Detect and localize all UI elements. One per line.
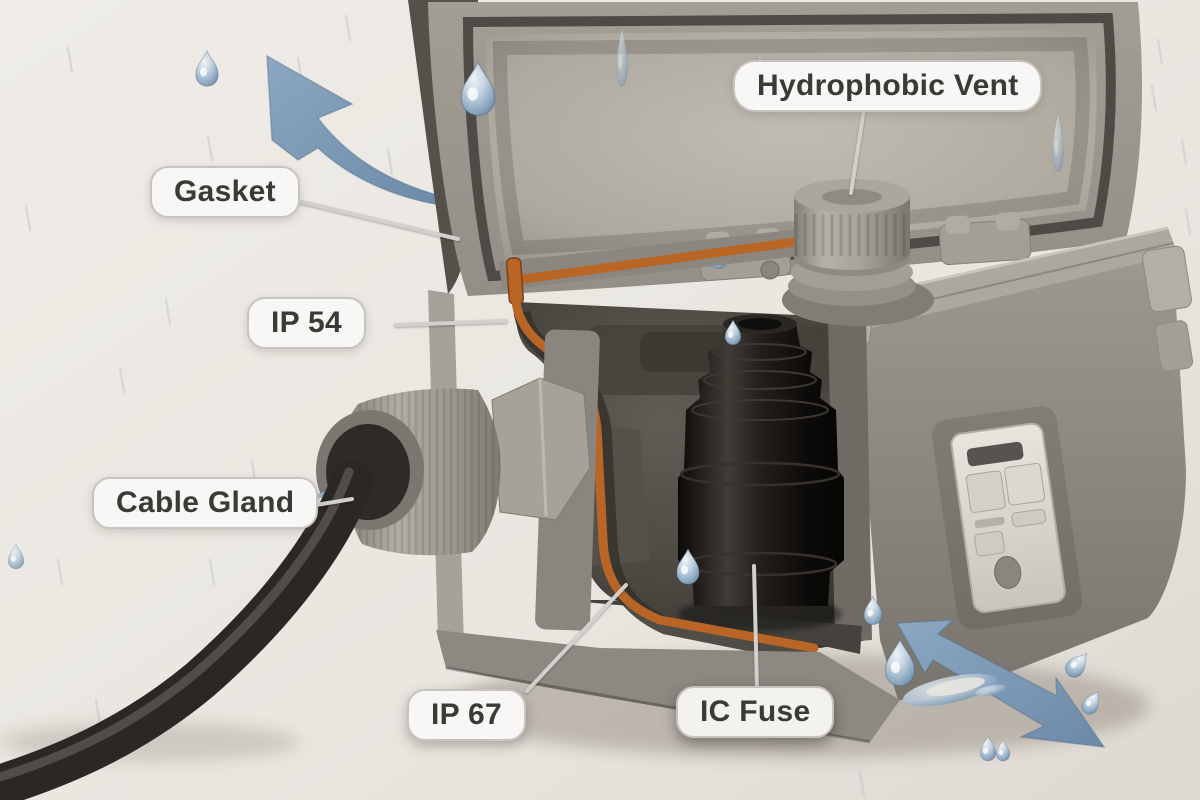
lid-hinge [938,211,1032,266]
runoff-arrow [895,619,1106,748]
callout-cable-gland: Cable Gland [92,477,319,529]
leader-ip54 [394,319,508,327]
seal-cross-section [505,257,525,305]
rim-peg [760,260,780,280]
enclosure-body [428,226,1194,744]
reset-button [965,470,1006,513]
leader-vent [849,107,866,195]
leader-gasket [287,197,460,241]
test-button [1004,462,1046,506]
leader-lines [287,107,866,693]
panel-slot [966,441,1024,467]
water-runoff [863,596,1106,762]
panel-hole [994,555,1022,589]
leader-cable-gland [314,497,354,507]
cable-highlight [0,467,354,782]
leader-ic-fuse [752,564,759,691]
vent-cap [782,179,934,326]
gland-hex-nut [491,377,591,521]
outlet-panel [932,406,1083,630]
upper-seal [519,235,815,284]
splash-puddle [902,673,1007,707]
callout-gasket: Gasket [150,166,300,218]
callout-ip54: IP 54 [247,297,367,349]
callout-hydrophobic-vent: Hydrophobic Vent [733,60,1043,112]
cable-gland-assembly [0,329,600,800]
callout-ip67: IP 67 [407,689,527,741]
power-cable [0,461,373,800]
fuse-holder [678,314,844,631]
leader-ip67 [525,583,628,693]
callout-ic-fuse: IC Fuse [676,686,835,738]
